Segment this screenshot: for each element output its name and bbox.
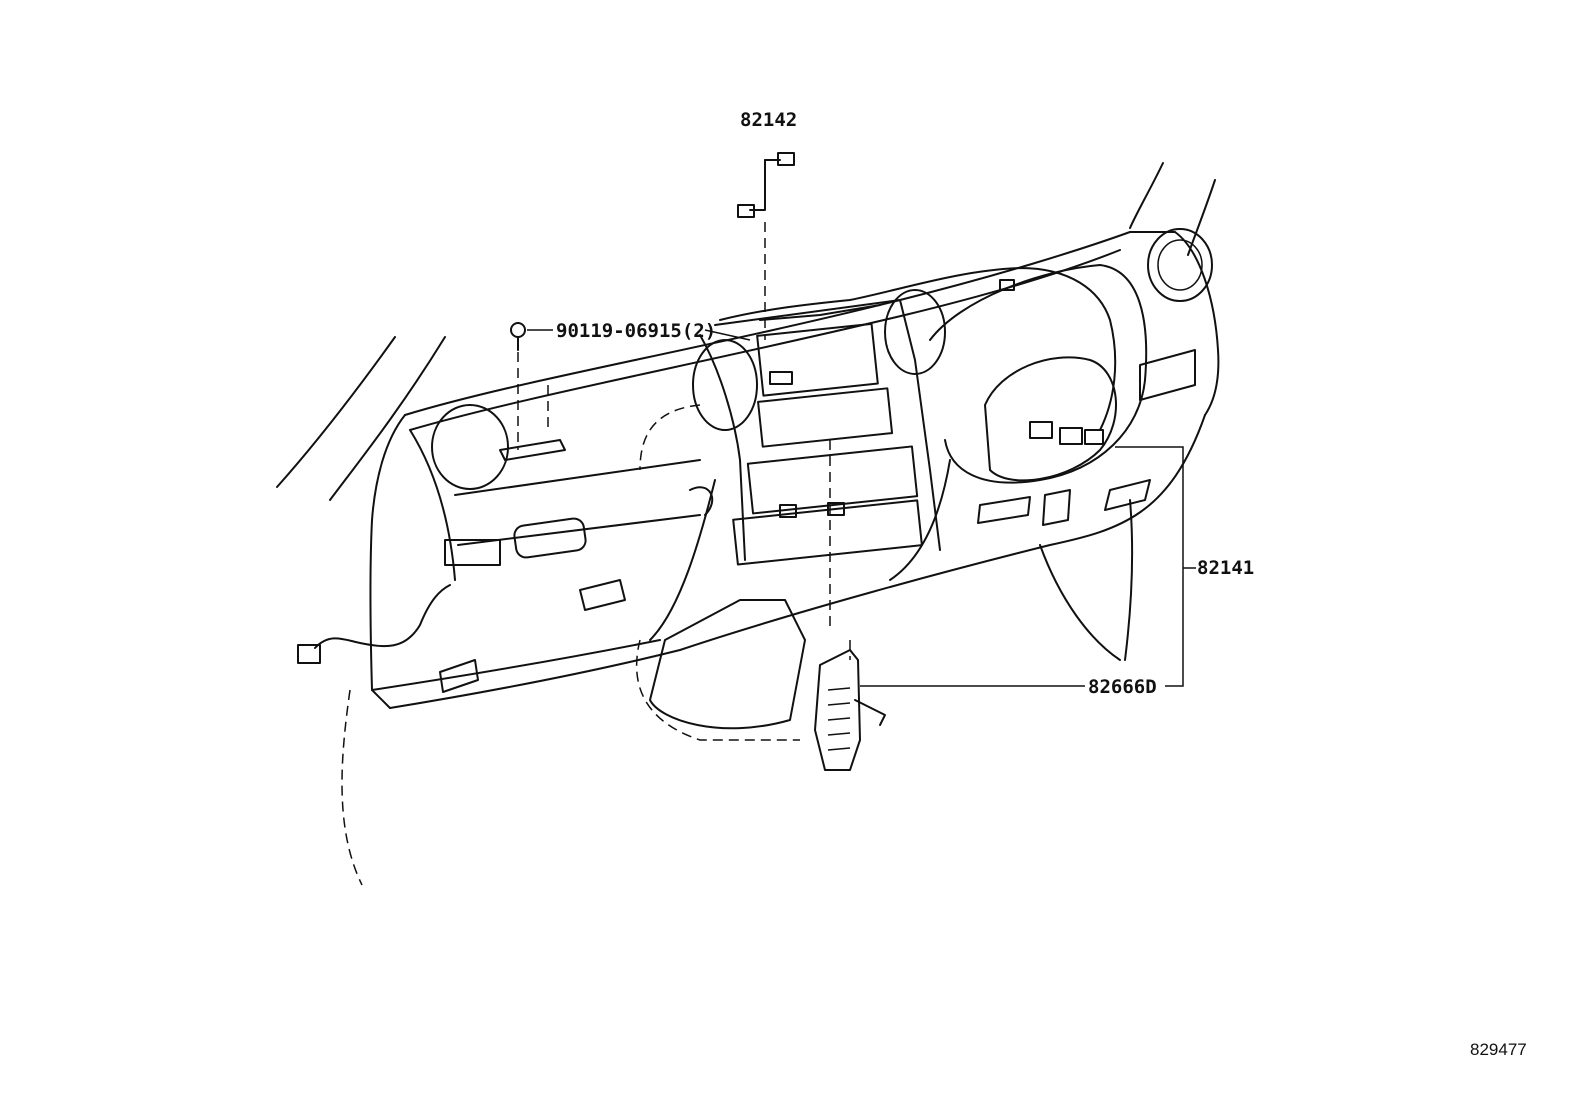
label-82141: 82141: [1197, 557, 1254, 579]
bracket-82666d: [814, 640, 886, 771]
leader-lines: [527, 329, 1196, 687]
label-82666d: 82666D: [1088, 676, 1157, 698]
harness-82142: [737, 152, 795, 340]
harness-82141: [297, 267, 1117, 886]
label-90119-06915: 90119-06915(2): [556, 320, 716, 342]
dashboard-body: [369, 228, 1220, 730]
diagram-reference-number: 829477: [1470, 1040, 1527, 1059]
bolt-90119: [499, 322, 566, 461]
label-82142: 82142: [740, 109, 797, 131]
windshield-pillars: [276, 162, 1216, 501]
